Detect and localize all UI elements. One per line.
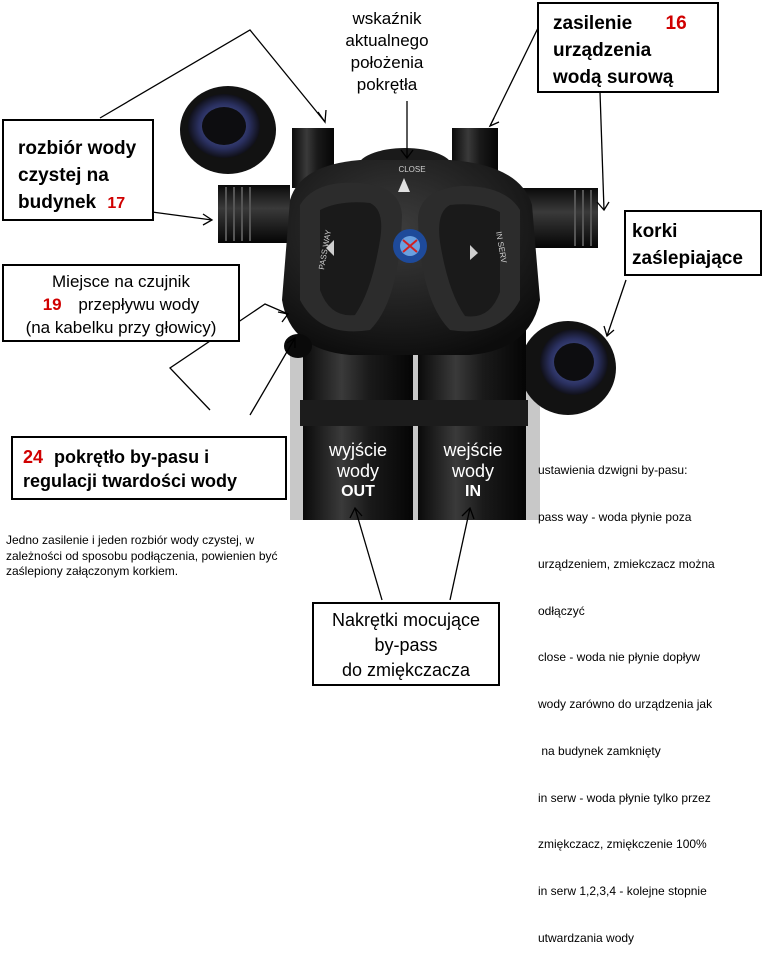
nuts-label: Nakrętki mocujące by-pass do zmiękczacza — [312, 602, 500, 686]
pointer-lines — [99, 27, 627, 601]
note-right-line-3: urządzeniem, zmiekczacz można — [538, 556, 715, 571]
clean-water-line-1: rozbiór wody — [18, 138, 137, 159]
note-right-line-5: close - woda nie płynie dopływ — [538, 650, 701, 665]
inlet-label: wejście wody IN — [420, 440, 526, 502]
indicator-line-1: wskaźnik — [352, 9, 422, 28]
indicator-line-2: aktualnego — [345, 31, 429, 50]
note-left-line-1: Jedno zasilenie i jeden rozbiór wody czy… — [6, 533, 255, 547]
nuts-line-1: Nakrętki mocujące — [331, 610, 481, 630]
sensor-line-1: Miejsce na czujnik — [52, 272, 190, 291]
outlet-code: OUT — [341, 483, 375, 500]
bypass-valve-photo: CLOSE PASS WAY IN SERV — [99, 27, 627, 601]
bypass-knob-label: 24 pokrętło by-pasu i regulacji twardośc… — [11, 436, 287, 500]
note-right-line-2: pass way - woda płynie poza — [538, 509, 692, 524]
sensor-line-3: (na kabelku przy głowicy) — [25, 318, 217, 337]
left-port — [218, 185, 290, 243]
clean-water-line-2: czystej na — [18, 165, 109, 186]
raw-water-line-1: zasilenie — [553, 13, 633, 34]
cap-right — [520, 321, 616, 415]
note-left-line-2: zależności od sposobu podłączenia, powie… — [6, 548, 278, 563]
indicator-label: wskaźnik aktualnego położenia pokrętła — [333, 4, 441, 101]
caps-line-2: zaślepiające — [632, 248, 743, 269]
note-right-line-10: in serw 1,2,3,4 - kolejne stopnie — [538, 884, 707, 899]
inlet-code: IN — [465, 483, 481, 500]
cap-left — [180, 86, 276, 174]
inlet-line-2: wody — [451, 461, 495, 481]
note-left: Jedno zasilenie i jeden rozbiór wody czy… — [6, 533, 306, 580]
note-right-line-7: na budynek zamknięty — [538, 743, 661, 758]
nuts-line-2: by-pass — [374, 635, 438, 655]
inlet-line-1: wejście — [443, 440, 503, 460]
bypass-knob — [284, 334, 312, 358]
raw-water-line-2: urządzenia — [553, 40, 652, 61]
note-left-line-3: zaślepiony załączonym korkiem. — [6, 564, 179, 579]
note-right-line-1: ustawienia dzwigni by-pasu: — [538, 463, 688, 478]
note-right-line-6: wody zarówno do urządzenia jak — [538, 697, 713, 712]
indicator-line-4: pokrętła — [356, 75, 418, 94]
indicator-line-3: położenia — [350, 53, 424, 72]
nuts-line-3: do zmiękczacza — [341, 660, 471, 680]
sensor-label: Miejsce na czujnik 19 przepływu wody (na… — [2, 264, 240, 342]
raw-water-label: zasilenie 16 urządzenia wodą surową — [537, 2, 719, 93]
clean-water-number: 17 — [107, 195, 126, 212]
sensor-number: 19 — [42, 295, 62, 314]
outlet-label: wyjście wody OUT — [305, 440, 411, 502]
note-right-line-11: utwardzania wody — [538, 931, 635, 945]
position-indicator-mark — [398, 178, 410, 192]
note-right-line-8: in serw - woda płynie tylko przez — [538, 790, 711, 805]
note-right: ustawienia dzwigni by-pasu: pass way - w… — [538, 432, 764, 962]
note-right-line-4: odłączyć — [538, 603, 585, 618]
outlet-line-1: wyjście — [328, 440, 387, 460]
note-right-line-9: zmiękczacz, zmiękczenie 100% — [538, 837, 707, 852]
raw-water-number: 16 — [665, 13, 687, 34]
bypass-knob-line-1: pokrętło by-pasu i — [54, 447, 210, 467]
caps-line-1: korki — [632, 221, 678, 242]
clean-water-label: rozbiór wody czystej na budynek 17 — [2, 119, 154, 221]
bypass-knob-line-2: regulacji twardości wody — [23, 471, 238, 491]
bypass-knob-number: 24 — [23, 447, 44, 467]
sensor-line-2: przepływu wody — [78, 295, 200, 314]
raw-water-line-3: wodą surową — [553, 67, 674, 88]
outlet-line-2: wody — [336, 461, 380, 481]
clean-water-line-3: budynek — [18, 192, 97, 213]
caps-label: korki zaślepiające — [624, 210, 762, 276]
marking-close: CLOSE — [398, 165, 425, 174]
